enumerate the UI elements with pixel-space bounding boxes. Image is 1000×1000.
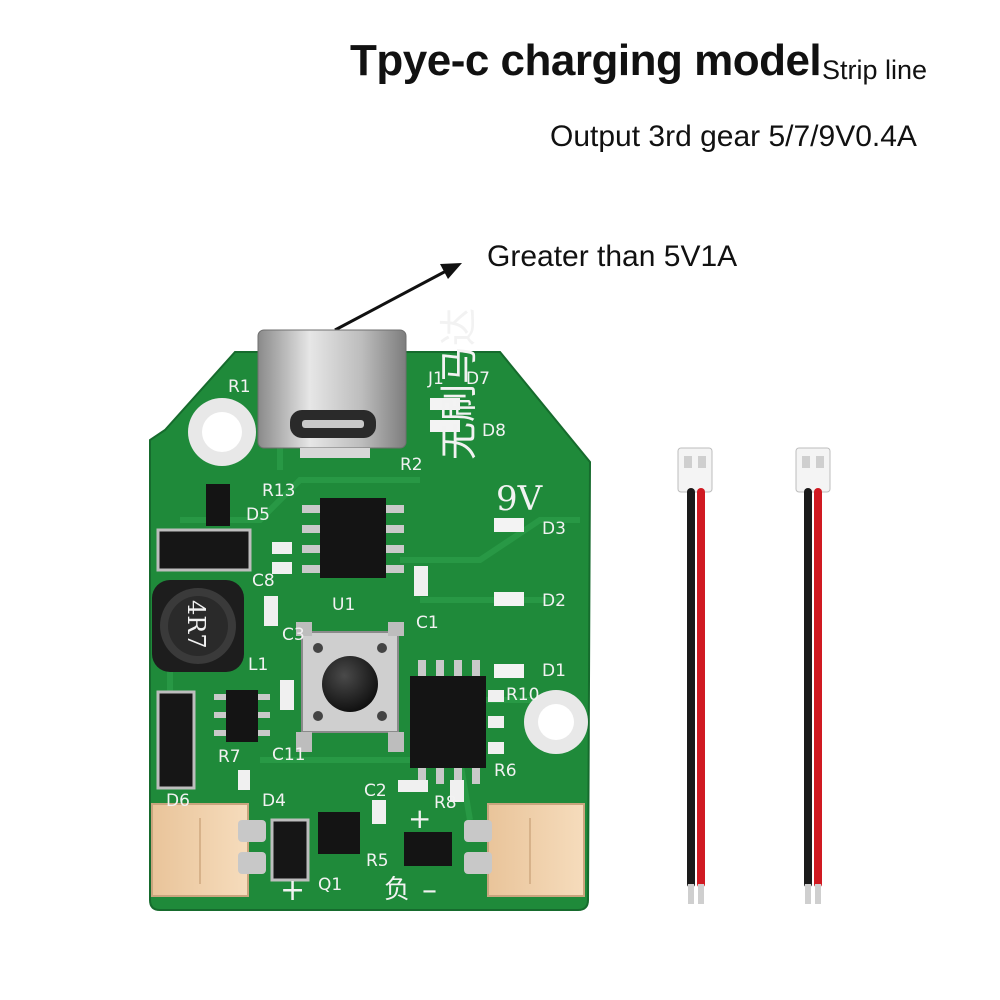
page-title: Tpye-c charging model [350, 36, 822, 85]
label-j1: J1 [427, 369, 444, 389]
arrow-icon [334, 263, 462, 332]
usb-c-port [257, 329, 407, 458]
label-d2: D2 [542, 591, 566, 611]
strip-line-label: Strip line [822, 55, 928, 85]
ic-u1 [302, 498, 404, 578]
mount-hole-right [524, 690, 588, 754]
input-spec-callout: Greater than 5V1A [487, 240, 738, 273]
led-d1 [494, 664, 524, 678]
label-d3: D3 [542, 519, 566, 539]
label-r1: R1 [228, 377, 251, 397]
ic-controller [410, 660, 486, 784]
mosfet-q [318, 812, 360, 854]
transistor-bottom [404, 832, 452, 866]
ic-small-left [214, 690, 270, 742]
label-r2: R2 [400, 455, 423, 475]
jst-cable-left [677, 447, 713, 904]
label-u1: U1 [332, 595, 355, 615]
label-r13: R13 [262, 481, 295, 501]
diode-top [156, 528, 252, 572]
plus-sign-2: + [408, 802, 431, 835]
label-q1: Q1 [318, 875, 342, 895]
output-spec: Output 3rd gear 5/7/9V0.4A [550, 120, 917, 153]
label-d1: D1 [542, 661, 566, 681]
label-d6: D6 [166, 791, 190, 811]
smd-passives [238, 542, 504, 824]
label-r6: R6 [494, 761, 517, 781]
label-c1: C1 [416, 613, 439, 633]
transistor-top-left [206, 484, 230, 526]
led-d7 [430, 398, 460, 410]
label-d8: D8 [482, 421, 506, 441]
jst-connector-left [151, 803, 266, 897]
label-c2: C2 [364, 781, 387, 801]
diode-d6 [156, 690, 196, 790]
inductor-marking: 4R7 [182, 600, 210, 649]
mount-hole-top [188, 398, 256, 466]
label-c11: C11 [272, 745, 306, 765]
label-l1: L1 [248, 655, 268, 675]
label-r10: R10 [506, 685, 539, 705]
led-d3 [494, 518, 524, 532]
chinese-motor-marking: 无刷马达 [437, 308, 481, 460]
label-r7: R7 [218, 747, 241, 767]
voltage-marking: 9V [496, 479, 544, 519]
label-c3: C3 [282, 625, 305, 645]
led-d8 [430, 420, 460, 432]
mode-push-button[interactable] [296, 622, 404, 752]
label-r8: R8 [434, 793, 457, 813]
label-c8: C8 [252, 571, 275, 591]
minus-sign: – [422, 873, 437, 908]
jst-cable-right [795, 447, 831, 904]
negative-marking: 负 [384, 875, 410, 905]
label-r5: R5 [366, 851, 389, 871]
label-d7: D7 [466, 369, 490, 389]
label-d4: D4 [262, 791, 286, 811]
diode-d4 [270, 818, 310, 882]
led-d2 [494, 592, 524, 606]
jst-connector-right [464, 803, 585, 897]
label-d5: D5 [246, 505, 270, 525]
plus-sign: + [280, 873, 305, 908]
pcb-board: 4R7 [149, 308, 592, 911]
inductor-4r7: 4R7 [152, 580, 244, 672]
